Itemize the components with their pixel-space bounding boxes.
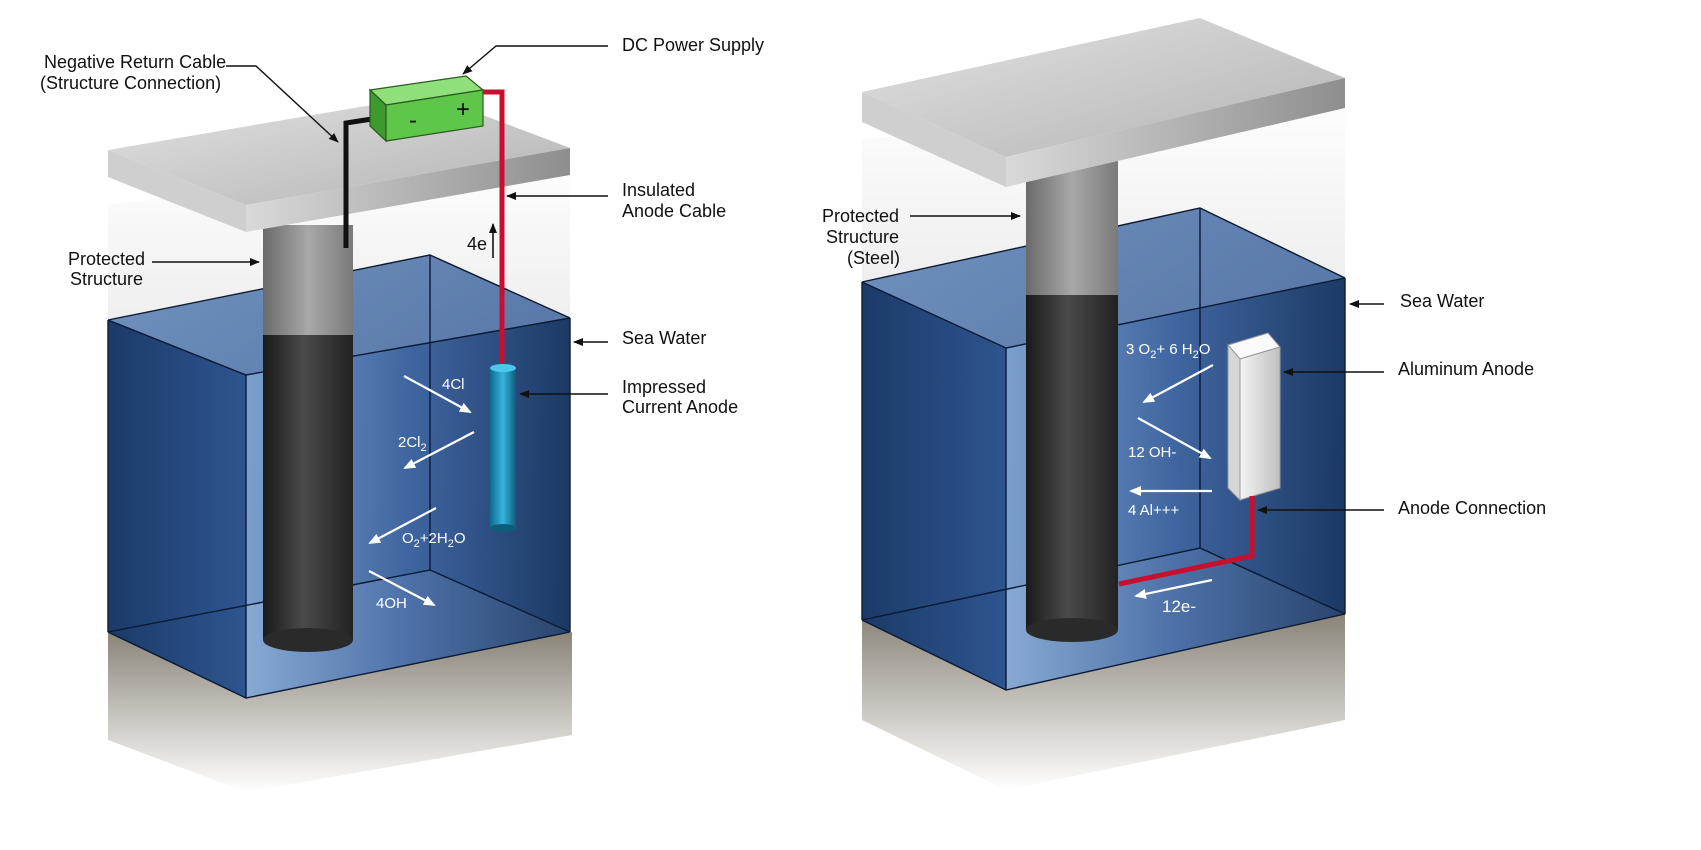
oh-label: 4OH [376, 595, 407, 612]
negative-return-label-line2: (Structure Connection) [40, 73, 221, 93]
oxygen-water-label: 3 O2+ 6 H2O [1126, 341, 1210, 361]
cl-ion-label: 4Cl [442, 376, 465, 393]
right-pile-lower [1026, 295, 1118, 630]
aluminum-ion-label: 4 Al+++ [1128, 502, 1180, 519]
left-current-label: 4e [467, 234, 487, 254]
negative-return-leader [226, 65, 339, 143]
right-water-left-face [862, 282, 1006, 690]
right-ground [862, 614, 1345, 790]
right-pile-upper [1026, 160, 1118, 295]
right-deck-side [862, 92, 1006, 187]
left-pile-lower [263, 335, 353, 640]
oh-arrow [368, 570, 436, 606]
impressed-current-anode [490, 364, 516, 532]
right-current-label: 12e- [1162, 597, 1196, 616]
o2-water-arrow [368, 507, 437, 544]
left-deck-front [246, 148, 570, 232]
anode-connection-cable [1118, 496, 1255, 587]
aluminum-anode-label: Aluminum Anode [1398, 359, 1534, 379]
right-protected-label-line1: Protected [822, 206, 899, 226]
cl2-label: 2Cl2 [398, 434, 427, 454]
hydroxide-arrow [1137, 417, 1212, 459]
cl-ion-arrow [403, 375, 472, 413]
left-pile-bottom [263, 628, 353, 652]
impressed-anode-label-line1: Impressed [622, 377, 706, 397]
cl2-arrow [403, 431, 475, 469]
right-protected-label-line3: (Steel) [847, 248, 900, 268]
insulated-cable-label-line1: Insulated [622, 180, 695, 200]
right-deck-front [1006, 78, 1345, 187]
left-ground [108, 632, 572, 792]
o2-water-label: O2+2H2O [402, 530, 466, 550]
insulated-anode-cable [478, 89, 505, 365]
right-seawater-label: Sea Water [1400, 291, 1484, 311]
left-pile-upper [263, 225, 353, 335]
left-water-left-face [108, 320, 246, 698]
left-protected-label-line2: Structure [70, 269, 143, 289]
oxygen-water-arrow [1142, 364, 1214, 403]
dc-power-leader [462, 45, 608, 75]
right-deck-top [862, 18, 1345, 157]
battery-plus-sign: + [456, 96, 470, 123]
impressed-anode-label-line2: Current Anode [622, 397, 738, 417]
left-deck-side [108, 150, 246, 232]
insulated-cable-label-line2: Anode Cable [622, 201, 726, 221]
dc-power-supply-label: DC Power Supply [622, 35, 764, 55]
battery-minus-sign: - [409, 107, 417, 134]
right-diagram: 3 O2+ 6 H2O 12 OH- 4 Al+++ 12e- Protecte… [822, 18, 1546, 790]
left-protected-label-line1: Protected [68, 249, 145, 269]
aluminum-anode [1227, 332, 1281, 502]
right-protected-label-line2: Structure [826, 227, 899, 247]
right-current-arrow [1134, 578, 1213, 599]
dc-power-supply-battery: - + [368, 75, 485, 143]
anode-connection-label: Anode Connection [1398, 498, 1546, 518]
right-pile-bottom [1026, 618, 1118, 642]
left-seawater-label: Sea Water [622, 328, 706, 348]
left-diagram: - + 4e 4Cl 2Cl2 O2+2H2O 4OH [40, 35, 764, 792]
hydroxide-label: 12 OH- [1128, 444, 1176, 461]
negative-return-label-line1: Negative Return Cable [44, 52, 226, 72]
